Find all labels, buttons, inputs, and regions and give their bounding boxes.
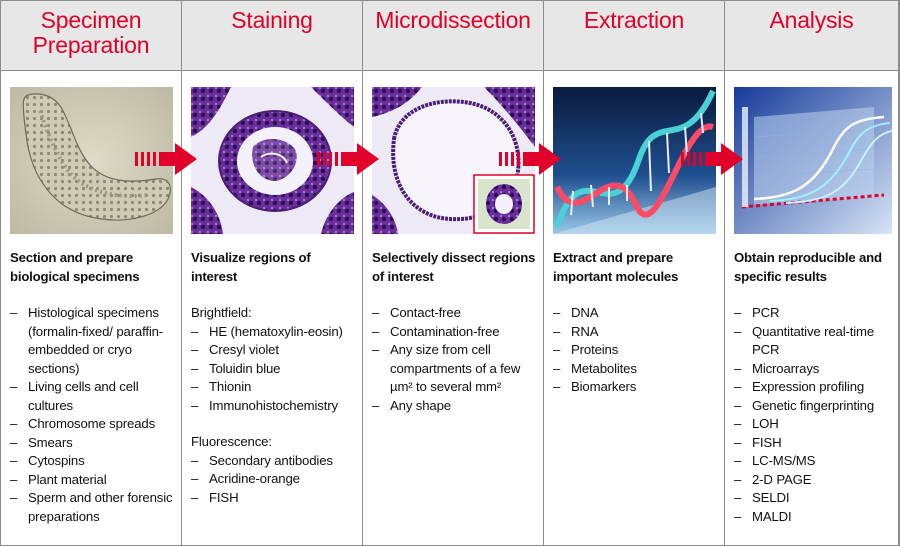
list-item: 2-D PAGE — [734, 471, 892, 490]
list-item: Genetic fingerprinting — [734, 397, 892, 416]
list-item: LC-MS/MS — [734, 452, 892, 471]
column-header: Microdissection — [363, 1, 543, 71]
column-title: Analysis — [769, 7, 854, 33]
group-heading: Fluorescence: — [191, 434, 272, 449]
list-item: Smears — [10, 434, 175, 453]
list-item: PCR — [734, 304, 892, 323]
column-microdissection: Microdissection — [363, 1, 544, 545]
item-list: Secondary antibodies Acridine-orange FIS… — [191, 452, 356, 508]
list-item: LOH — [734, 415, 892, 434]
list-item: FISH — [734, 434, 892, 453]
column-header: Analysis — [725, 1, 898, 71]
list-item: Cytospins — [10, 452, 175, 471]
item-list: HE (hematoxylin-eosin) Cresyl violet Tol… — [191, 323, 356, 416]
column-header: Extraction — [544, 1, 724, 71]
column-title: Microdissection — [375, 7, 531, 33]
list-item: Biomarkers — [553, 378, 718, 397]
specimen-image — [10, 87, 173, 234]
list-item: MALDI — [734, 508, 892, 527]
column-lead: Section and prepare biological specimens — [10, 250, 140, 284]
list-item: DNA — [553, 304, 718, 323]
list-item: FISH — [191, 489, 356, 508]
list-item: Toluidin blue — [191, 360, 356, 379]
column-header: Staining — [182, 1, 362, 71]
column-header: Specimen Preparation — [1, 1, 181, 71]
column-body: Extract and prepare important molecules … — [553, 249, 718, 397]
list-item: Sperm and other forensic preparations — [10, 489, 175, 526]
list-item: Metabolites — [553, 360, 718, 379]
list-item: Contact-free — [372, 304, 537, 323]
list-item: HE (hematoxylin-eosin) — [191, 323, 356, 342]
analysis-chart-image — [734, 87, 892, 234]
process-arrow — [135, 143, 197, 175]
column-title: Specimen Preparation — [32, 7, 150, 58]
list-item: SELDI — [734, 489, 892, 508]
list-item: Quantitative real-time PCR — [734, 323, 892, 360]
list-item: Microarrays — [734, 360, 892, 379]
column-analysis: Analysis — [725, 1, 899, 545]
column-lead: Visualize regions of interest — [191, 250, 311, 284]
list-item: Acridine-orange — [191, 470, 356, 489]
column-lead: Selectively dissect regions of interest — [372, 250, 536, 284]
item-list: PCR Quantitative real-time PCR Microarra… — [734, 304, 892, 526]
column-staining: Staining — [182, 1, 363, 545]
list-item: Histological specimens (formalin-fixed/ … — [10, 304, 175, 378]
list-item: Proteins — [553, 341, 718, 360]
list-item: Immunohistochemistry — [191, 397, 356, 416]
column-body: Section and prepare biological specimens… — [10, 249, 175, 526]
list-item: Chromosome spreads — [10, 415, 175, 434]
column-specimen-preparation: Specimen Preparation — [1, 1, 182, 545]
column-extraction: Extraction — [544, 1, 725, 545]
group-heading: Brightfield: — [191, 305, 252, 320]
column-body: Visualize regions of interest Brightfiel… — [191, 249, 356, 507]
list-item: Plant material — [10, 471, 175, 490]
process-arrow — [499, 143, 561, 175]
list-item: Contamination-free — [372, 323, 537, 342]
stained-tissue-image — [191, 87, 354, 234]
column-title: Staining — [231, 7, 313, 33]
process-arrow — [317, 143, 379, 175]
process-arrow — [681, 143, 743, 175]
item-list: DNA RNA Proteins Metabolites Biomarkers — [553, 304, 718, 397]
list-item: RNA — [553, 323, 718, 342]
list-item: Any size from cell compartments of a few… — [372, 341, 537, 397]
column-lead: Extract and prepare important molecules — [553, 250, 679, 284]
column-title: Extraction — [583, 7, 685, 33]
list-item: Any shape — [372, 397, 537, 416]
item-list: Contact-free Contamination-free Any size… — [372, 304, 537, 415]
column-lead: Obtain reproducible and specific results — [734, 250, 882, 284]
list-item: Secondary antibodies — [191, 452, 356, 471]
item-list: Histological specimens (formalin-fixed/ … — [10, 304, 175, 526]
list-item: Thionin — [191, 378, 356, 397]
list-item: Living cells and cell cultures — [10, 378, 175, 415]
column-body: Obtain reproducible and specific results… — [734, 249, 892, 526]
list-item: Expression profiling — [734, 378, 892, 397]
list-item: Cresyl violet — [191, 341, 356, 360]
microdissection-image — [372, 87, 535, 234]
column-body: Selectively dissect regions of interest … — [372, 249, 537, 415]
